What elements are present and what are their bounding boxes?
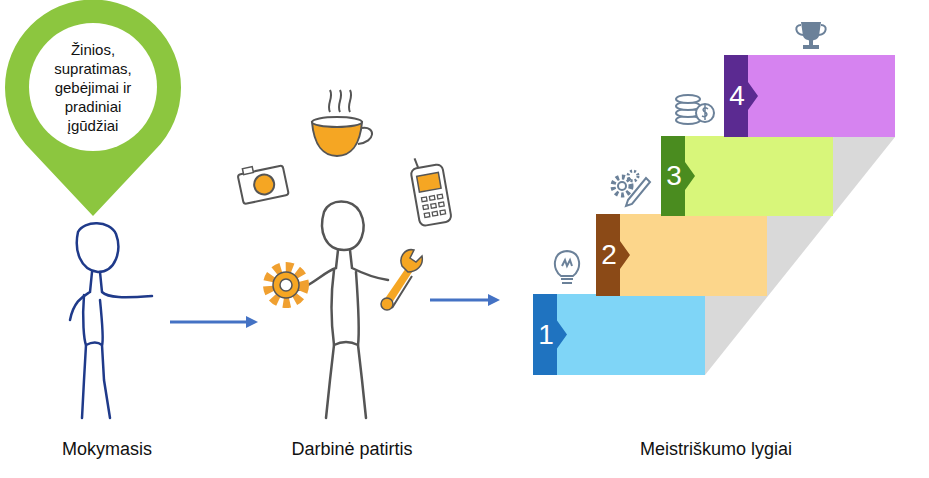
trophy-icon xyxy=(796,22,825,49)
pin-fill xyxy=(5,0,181,216)
phone-icon xyxy=(409,154,452,227)
tab-shape xyxy=(533,294,567,375)
tools-icon xyxy=(613,171,650,206)
caption: Mokymasis xyxy=(62,439,152,460)
level-step: 4 xyxy=(724,55,895,137)
caption: Meistriškumo lygiai xyxy=(640,439,792,460)
level-step: 1 xyxy=(533,294,705,375)
flow-arrow xyxy=(170,316,258,328)
wrench-icon xyxy=(381,250,422,310)
level-step: 3 xyxy=(661,136,833,216)
level-step: 2 xyxy=(596,214,767,296)
tab-shape xyxy=(596,214,630,296)
step-number: 2 xyxy=(596,239,622,271)
map-pin: Žinios, supratimas, gebėjimai ir pradini… xyxy=(4,0,182,218)
learner-figure xyxy=(70,223,152,418)
coffee-icon xyxy=(312,90,372,156)
worker-figure xyxy=(298,202,388,419)
step-number: 1 xyxy=(533,319,559,351)
camera-icon xyxy=(237,160,289,204)
pin-text: Žinios, supratimas, gebėjimai ir pradini… xyxy=(41,40,145,135)
caption: Darbinė patirtis xyxy=(291,439,412,460)
tab-shape xyxy=(661,136,695,216)
lightbulb-icon xyxy=(555,251,579,283)
flow-arrow xyxy=(430,294,500,306)
tab-shape xyxy=(724,55,758,137)
step-number: 4 xyxy=(724,80,750,112)
coins-icon xyxy=(676,95,714,124)
gear-icon xyxy=(268,267,304,303)
pin-hole xyxy=(29,23,157,151)
step-number: 3 xyxy=(661,160,687,192)
